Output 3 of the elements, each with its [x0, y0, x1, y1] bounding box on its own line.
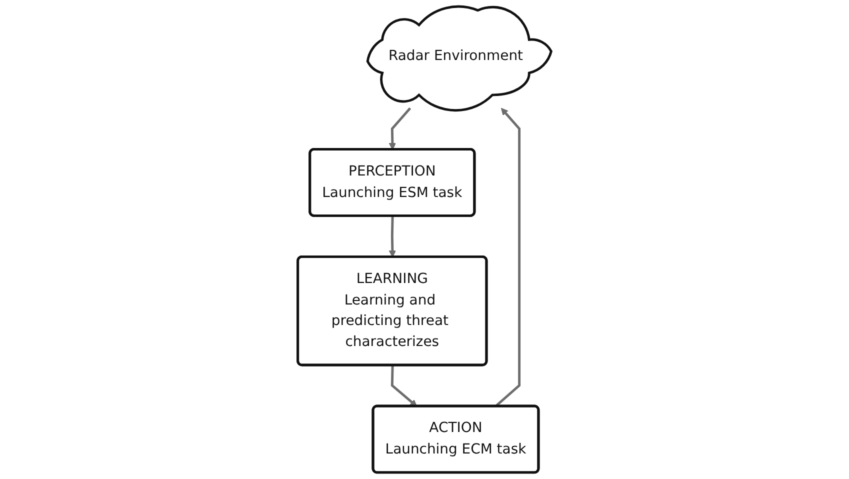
arrow — [390, 365, 418, 407]
arrow — [388, 107, 412, 150]
arrow — [388, 216, 396, 258]
